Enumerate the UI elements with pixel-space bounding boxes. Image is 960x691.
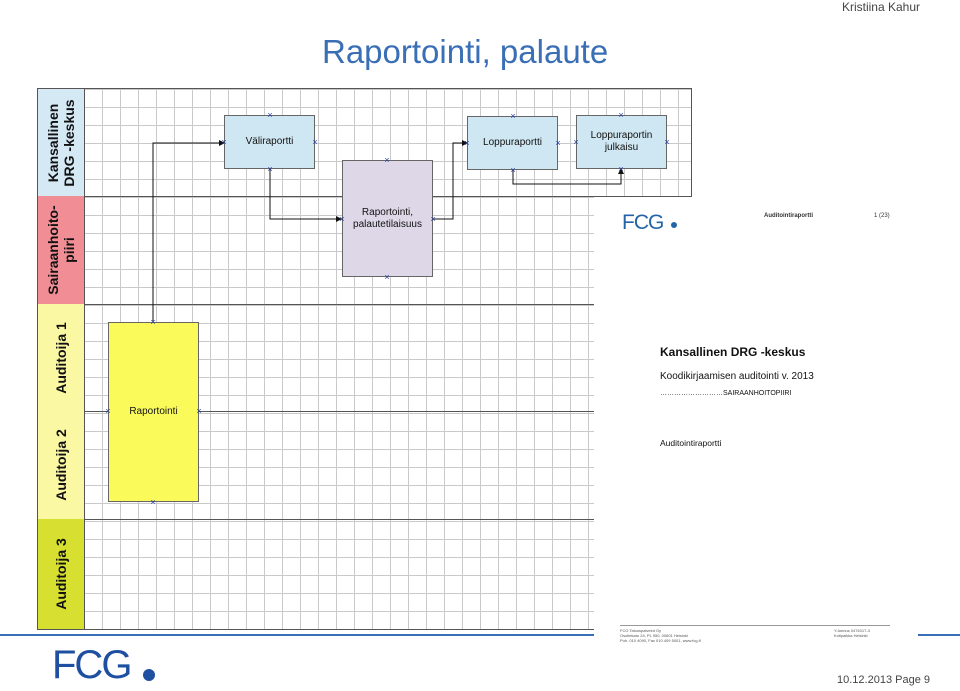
connector-palaute-to-loppuraportti [433,140,468,220]
fcg-logo: FCG [52,643,132,687]
lane-label-auditoija-3: Auditoija 3 [38,519,85,629]
report-document-thumbnail: FCG Auditointiraportti 1 (23) Kansalline… [594,197,904,647]
box-raportointi-palautetilaisuus: Raportointi, palautetilaisuus [342,160,433,277]
box-raportointi-label: Raportointi [129,406,178,417]
lane-label-drg-keskus: Kansallinen DRG -keskus [38,89,85,197]
connection-point-marker: × [464,138,470,148]
author-name: Kristiina Kahur [841,0,920,14]
connection-point-marker: × [105,406,111,416]
connection-point-marker: × [555,138,561,148]
document-footer-right: Y-tunnus 0474017-3 Kotipaikka Helsinki [834,628,870,638]
connection-point-marker: × [430,214,436,224]
connection-point-marker: × [312,137,318,147]
box-loppuraportin-julkaisu: Loppuraportin julkaisu [576,115,667,169]
connection-point-marker: × [618,164,624,174]
box-loppuraportti-label: Loppuraportti [483,137,542,148]
document-report-label: Auditointiraportti [660,438,722,448]
lane-divider [84,304,691,305]
connector-loppuraportti-to-julkaisu [512,168,624,185]
box-raportointi: Raportointi [108,322,199,502]
swimlane-diagram: Kansallinen DRG -keskus Sairaanhoito- pi… [37,88,692,630]
document-district: ………………………SAIRAANHOITOPIIRI [660,390,792,397]
document-logo-dot [671,222,677,228]
connection-point-marker: × [510,111,516,121]
connection-point-marker: × [150,317,156,327]
connection-point-marker: × [510,165,516,175]
lane-divider [84,411,691,412]
document-footer-left: FCG Talouspalvelut Oy Osoitekatu 24, PL … [620,628,701,643]
connection-point-marker: × [221,137,227,147]
date-page-number: 10.12.2013 Page 9 [837,674,930,686]
document-header-title: Auditointiraportti [764,213,813,219]
connection-point-marker: × [618,110,624,120]
box-valiraportti-label: Väliraportti [245,136,294,147]
lane-label-sairaanhoitopiiri: Sairaanhoito- piiri [38,196,85,305]
connection-point-marker: × [339,214,345,224]
document-footer: FCG Talouspalvelut Oy Osoitekatu 24, PL … [620,625,890,643]
document-header-page: 1 (23) [874,213,890,219]
connector-lines [152,140,624,322]
connection-point-marker: × [384,155,390,165]
connection-point-marker: × [573,137,579,147]
box-palaute-label: Raportointi, palautetilaisuus [353,206,422,230]
connection-point-marker: × [664,137,670,147]
connection-point-marker: × [384,272,390,282]
box-julkaisu-label: Loppuraportin julkaisu [590,130,653,153]
connection-point-marker: × [196,406,202,416]
connector-valiraportti-to-palaute [269,169,342,222]
footer-rule [918,634,960,636]
lane-divider [84,519,691,520]
box-loppuraportti: Loppuraportti [467,116,558,170]
slide-title: Raportointi, palaute [322,33,609,70]
document-logo: FCG [622,211,664,234]
document-subtitle: Koodikirjaamisen auditointi v. 2013 [660,371,814,382]
footer-rule [0,634,594,636]
connector-raportointi-to-valiraportti [152,140,225,322]
fcg-logo-dot [143,669,155,681]
connection-point-marker: × [150,497,156,507]
connection-point-marker: × [267,110,273,120]
box-valiraportti: Väliraportti [224,115,315,169]
document-organization: Kansallinen DRG -keskus [660,345,806,359]
connection-point-marker: × [267,164,273,174]
